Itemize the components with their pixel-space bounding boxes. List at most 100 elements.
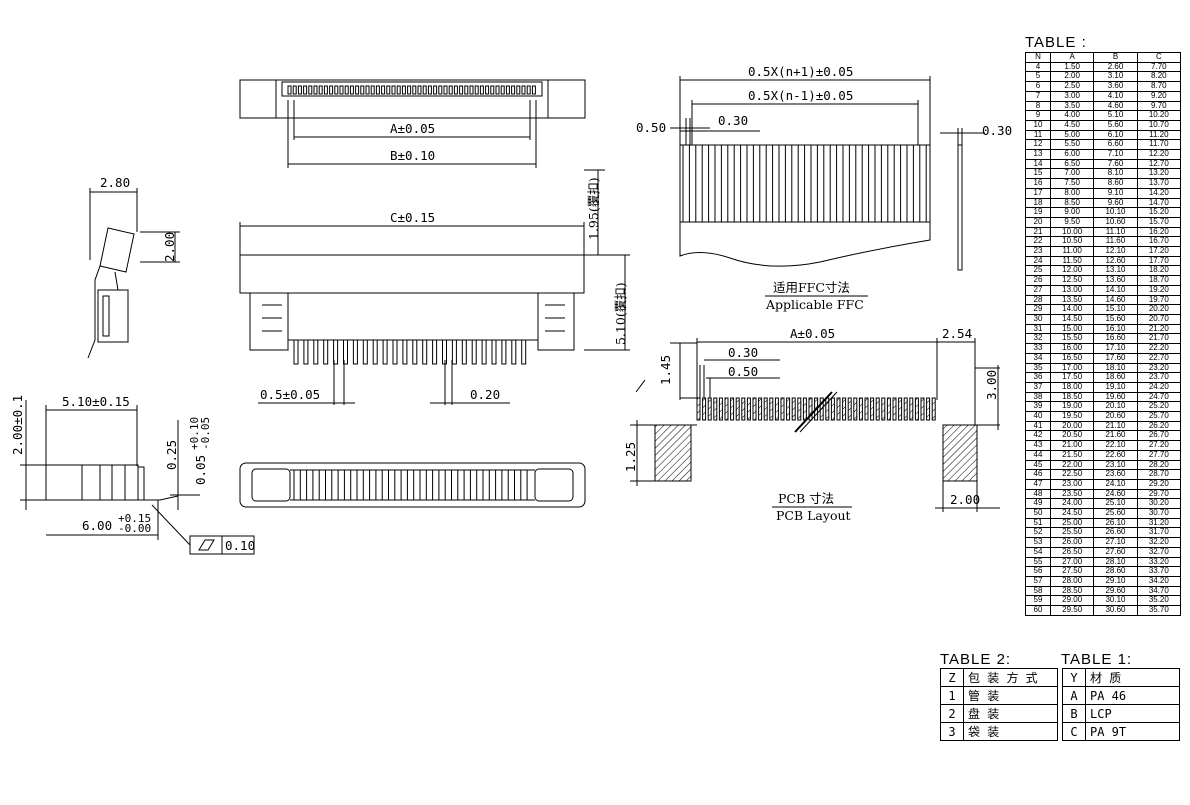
table-cell: 13 [1025,149,1051,160]
side-view-bottom: 5.10±0.15 2.00±0.1 0.25 0.05 +0.10 -0.05… [10,394,255,555]
pcb-dim-0-50: 0.50 [728,364,758,379]
table-cell: 26 [1025,275,1051,286]
table-cell: 24.50 [1049,508,1095,519]
table-cell: 14.10 [1093,284,1138,296]
table-cell: 10 [1025,119,1051,131]
table-cell: 9 [1025,110,1051,121]
pcb-label-en: PCB Layout [776,508,851,523]
table-cell: 19.20 [1136,284,1182,296]
top-pin [433,85,438,95]
table-cell: 32.70 [1136,546,1182,558]
top-pin [485,85,490,95]
table1-title: TABLE 1: [1061,651,1133,668]
bottom-view-pins [293,470,528,500]
table-cell: 21.50 [1049,449,1095,461]
dim-6-00-tol-dn: -0.00 [118,522,151,535]
table-cell: 10.60 [1093,216,1138,228]
pcb-pad [931,397,936,421]
top-pin [308,85,313,95]
table-cell: 4.50 [1049,119,1095,131]
table-cell: 2 [940,704,964,723]
table-cell: 20 [1025,216,1051,228]
table-cell: 3.60 [1093,81,1138,92]
table-cell: 8.70 [1136,81,1182,92]
pcb-dim-2-54: 2.54 [942,326,972,341]
top-pin [292,85,297,95]
table-cell: 2.50 [1049,81,1095,92]
dim-a: A±0.05 [390,121,435,136]
table-cell: 28.60 [1093,566,1138,577]
table-cell: 11.00 [1049,246,1095,257]
front-pin [352,339,358,365]
table-cell: 22.50 [1049,469,1095,480]
top-pin [370,85,375,95]
front-pin [362,339,368,365]
top-pin [303,85,308,95]
pcb-pads [696,397,936,421]
table-cell: PA 9T [1085,722,1180,741]
pcb-pad [920,397,925,421]
table-cell: 22.60 [1093,449,1138,461]
pcb-pad [903,397,908,421]
table-cell: 30.70 [1136,508,1182,519]
connector-drawing: A±0.05 B±0.10 2.80 2.00 C±0.15 1.95(覆扣) … [10,64,1012,555]
front-pin [382,339,388,365]
dim-0-05-tol-up: +0.10 [188,417,201,450]
table-cell: 15.60 [1093,313,1138,325]
table-cell: 30.60 [1093,605,1138,616]
table-cell: 15.20 [1136,207,1182,218]
ffc-label-cn: 适用FFC寸法 [773,280,850,295]
top-pin [443,85,448,95]
pcb-pad [713,397,718,421]
table-cell: 19 [1025,207,1051,218]
pcb-dim-3-00: 3.00 [984,370,999,400]
top-pin [531,85,536,95]
pcb-label-cn: PCB 寸法 [778,491,834,506]
top-pin [365,85,370,95]
pcb-pad [909,397,914,421]
table-cell: 29.50 [1049,605,1095,616]
pcb-pad [741,397,746,421]
table-cell: 26.00 [1049,537,1095,548]
table-cell: 16.50 [1049,352,1095,364]
table-cell: C [1062,722,1086,741]
table-cell: 44 [1025,449,1051,461]
front-pin [521,339,527,365]
table-cell: 43 [1025,440,1051,451]
table-cell: 18.60 [1093,372,1138,383]
front-pin [461,339,467,365]
top-pin [287,85,292,95]
table-cell: 包 装 方 式 [963,668,1058,687]
front-pin [432,339,438,365]
front-pin [501,339,507,365]
table-cell: 13.60 [1093,275,1138,286]
table-cell: 管 装 [963,686,1058,705]
ffc-conductors [682,145,927,222]
dim-2-00: 2.00 [162,232,177,262]
front-pin [471,339,477,365]
pcb-pad [752,397,757,421]
dim-c: C±0.15 [390,210,435,225]
top-pin [381,85,386,95]
pcb-pad [875,397,880,421]
table-cell: 20.60 [1093,411,1138,422]
table-cell: 37 [1025,381,1051,393]
dim-5-10-v: 5.10(覆扣) [613,282,628,345]
table-cell: 34.20 [1136,575,1182,587]
ffc-drawing: 0.5X(n+1)±0.05 0.5X(n-1)±0.05 0.50 0.30 … [636,64,1012,312]
